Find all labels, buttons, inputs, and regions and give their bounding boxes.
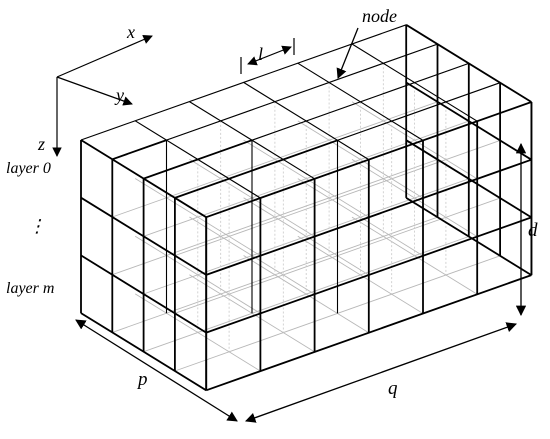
lattice-edge (243, 197, 370, 276)
z-axis-label: z (37, 134, 45, 154)
dimension-annotations: l node d p q layer 0 ⋮ layer m (6, 6, 538, 423)
lattice-edge (80, 24, 407, 141)
coordinate-axes: x y z (37, 22, 153, 157)
x-axis-arrow (56, 35, 153, 78)
y-axis-arrow (56, 76, 133, 106)
layer-last-label: layer m (6, 280, 54, 297)
lattice-edge (297, 62, 424, 141)
side-q-label: q (388, 378, 398, 399)
lattice-edge (405, 81, 532, 161)
side-q-arrow (245, 322, 517, 423)
lattice-edge (405, 197, 532, 276)
y-axis-label: y (114, 85, 124, 105)
node-pointer-arrow (336, 27, 359, 79)
layer-ellipsis: ⋮ (28, 216, 46, 236)
lattice-edge (174, 139, 338, 199)
side-p-arrow (75, 319, 238, 422)
lattice-edge (351, 43, 478, 122)
lattice-edge (205, 101, 532, 219)
lattice-edge (243, 81, 370, 161)
layer-first-label: layer 0 (6, 160, 51, 177)
lattice-edge (351, 159, 478, 237)
side-p-label: p (136, 369, 148, 390)
lattice-edge (205, 216, 532, 334)
depth-label: d (528, 220, 538, 241)
lattice-edge (405, 139, 532, 219)
cell-size-label: l (258, 44, 263, 64)
lattice-edge (297, 178, 424, 257)
node-label: node (362, 6, 397, 26)
lattice-edge (143, 139, 253, 180)
lattice-edge (405, 24, 532, 103)
x-axis-label: x (126, 22, 135, 42)
lattice-grid (80, 24, 533, 392)
lattice-edge (205, 158, 532, 276)
cell-size-arrow (247, 45, 292, 66)
lattice-edge (111, 139, 167, 161)
lattice-edge (134, 235, 261, 314)
